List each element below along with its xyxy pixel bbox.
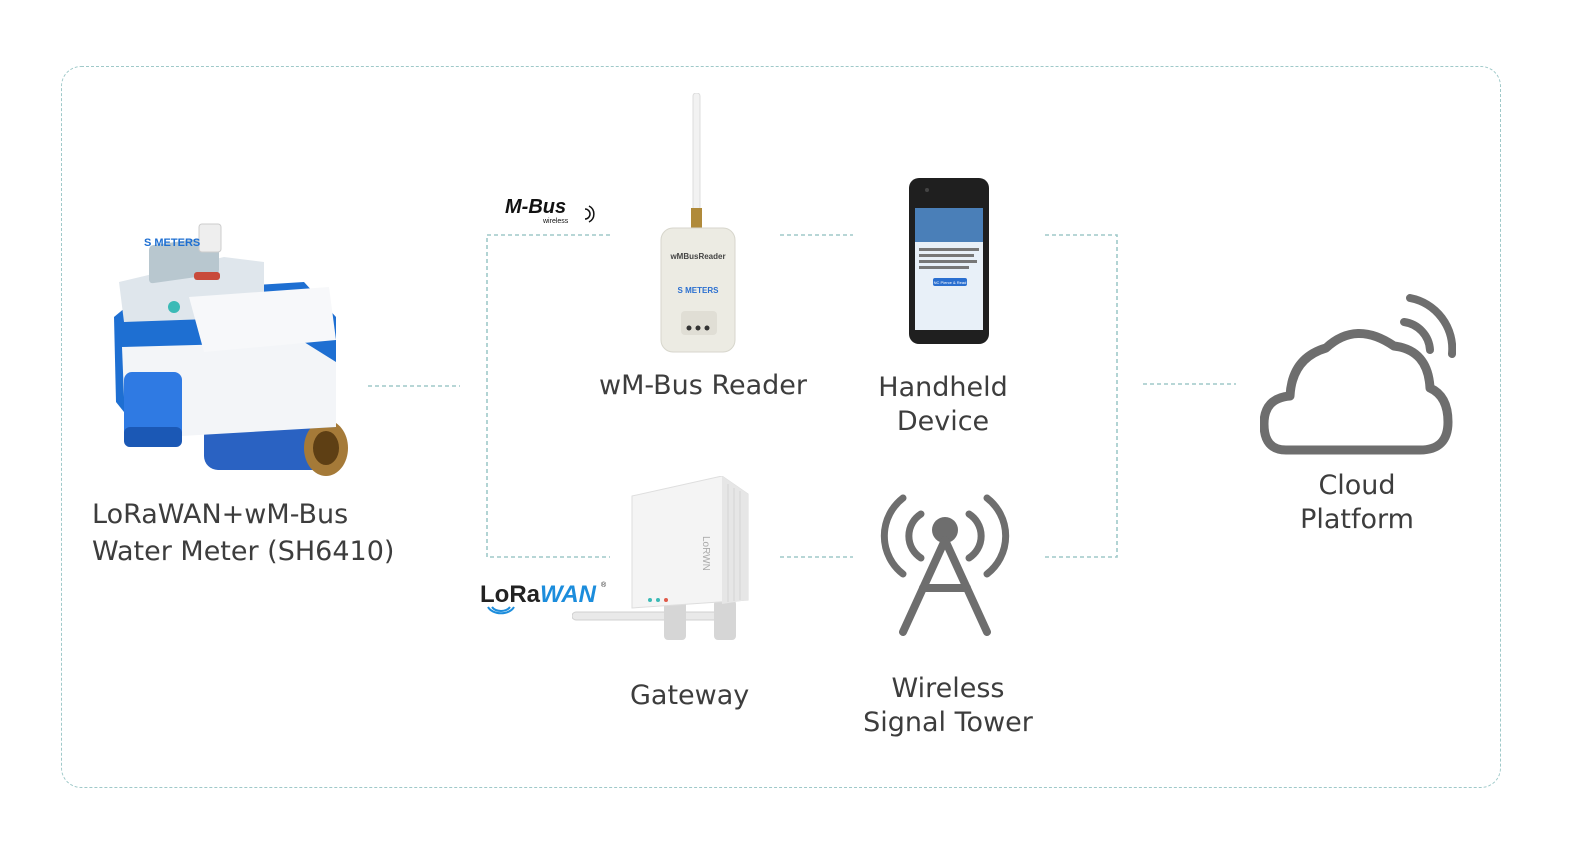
diagram-frame — [61, 66, 1501, 788]
meter-label-line2: Water Meter (SH6410) — [92, 536, 395, 567]
handheld-label-line2: Device — [896, 406, 990, 437]
cloud-label-line2: Platform — [1300, 504, 1414, 535]
gateway-image: LoRWN — [571, 475, 752, 646]
cloud-label: Cloud Platform — [1282, 469, 1432, 537]
tower-label: Wireless Signal Tower — [863, 672, 1033, 740]
cloud-label-line1: Cloud — [1318, 470, 1396, 501]
cloud-icon — [1259, 292, 1457, 456]
lorawan-logo: LoRa WAN ® — [480, 575, 610, 617]
lorawan-waves-icon — [487, 606, 515, 615]
meter-label-line1: LoRaWAN+wM-Bus — [92, 499, 349, 530]
wmbus-reader-image: wMBusReader S METERS — [655, 92, 745, 355]
signal-tower-icon — [875, 490, 1015, 638]
mbus-logo: M-Bus wireless — [505, 193, 600, 227]
tower-label-line1: Wireless — [891, 673, 1005, 704]
mbus-logo-text: M-Bus — [505, 196, 566, 218]
meter-brand-text: S METERS — [144, 237, 200, 249]
meter-label: LoRaWAN+wM-Bus Water Meter (SH6410) — [92, 498, 394, 569]
merge-connector — [1045, 234, 1118, 558]
lorawan-logo-text-b: WAN — [540, 581, 597, 608]
phone-button-text: NC Pierce & Read — [934, 280, 967, 285]
split-connector — [486, 234, 610, 558]
lorawan-logo-text-a: LoRa — [480, 581, 541, 608]
handheld-label: Handheld Device — [868, 371, 1018, 439]
gateway-label: Gateway — [630, 680, 750, 711]
gateway-brand-text: LoRWN — [700, 536, 711, 571]
water-meter-image: S METERS — [104, 222, 354, 492]
mbus-logo-subtext: wireless — [542, 218, 569, 225]
wireless-waves-icon — [584, 205, 595, 223]
tower-label-line2: Signal Tower — [863, 707, 1033, 738]
lorawan-mark-text: ® — [601, 581, 607, 589]
handheld-device-image: NC Pierce & Read — [909, 178, 991, 346]
reader-label: wM-Bus Reader — [599, 370, 807, 401]
handheld-label-line1: Handheld — [878, 372, 1008, 403]
reader-title-text: wMBusReader — [669, 252, 725, 261]
reader-brand-text: S METERS — [678, 286, 720, 295]
